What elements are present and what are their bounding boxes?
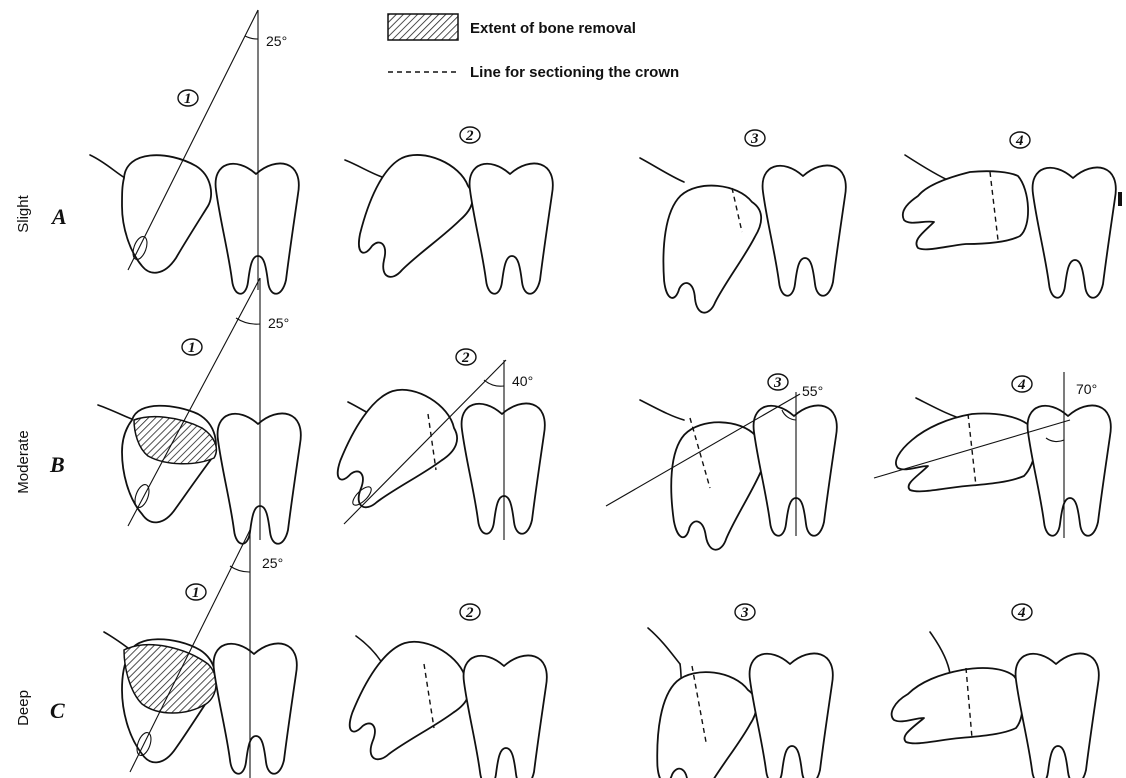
panel-b4: 70° 4 <box>874 372 1111 538</box>
angle-b3: 55° <box>802 383 823 399</box>
legend: Extent of bone removal Line for sectioni… <box>388 14 679 81</box>
row-a-letter: A <box>50 204 67 229</box>
bone-removal-swatch <box>388 14 458 40</box>
angle-a1: 25° <box>266 33 287 49</box>
row-c: 25° 1 2 3 <box>104 530 1099 778</box>
legend-bone-removal-label: Extent of bone removal <box>470 20 636 37</box>
row-c-letter: C <box>50 698 65 723</box>
angle-b4: 70° <box>1076 381 1097 397</box>
panel-b2: 40° 2 <box>333 349 544 540</box>
angle-b1: 25° <box>268 315 289 331</box>
step-b2: 2 <box>461 350 470 366</box>
row-a: 25° 1 2 3 4 <box>90 10 1120 322</box>
step-c1: 1 <box>192 585 200 601</box>
step-b3: 3 <box>773 375 782 391</box>
step-a1: 1 <box>184 91 192 107</box>
row-b-word: Moderate <box>15 430 32 493</box>
step-c4: 4 <box>1017 605 1026 621</box>
panel-c1: 25° 1 <box>104 530 297 778</box>
row-c-word: Deep <box>15 690 32 726</box>
row-a-word: Slight <box>15 194 32 232</box>
panel-a3: 3 <box>639 130 846 322</box>
step-b4: 4 <box>1017 377 1026 393</box>
panel-a2: 2 <box>345 127 553 294</box>
row-b-letter: B <box>49 452 65 477</box>
panel-c3: 3 <box>635 604 833 778</box>
panel-a1: 25° 1 <box>90 10 299 294</box>
step-c2: 2 <box>465 605 474 621</box>
panel-b1: 25° 1 <box>98 278 301 544</box>
step-a3: 3 <box>750 131 759 147</box>
step-a2: 2 <box>465 128 474 144</box>
panel-b3: 55° 3 <box>606 374 837 561</box>
angle-b2: 40° <box>512 373 533 389</box>
panel-c2: 2 <box>345 604 546 778</box>
step-b1: 1 <box>188 340 196 356</box>
panel-c4: 4 <box>892 604 1099 778</box>
row-b: 25° 1 40° 2 55° <box>98 278 1111 561</box>
step-a4: 4 <box>1015 133 1024 149</box>
legend-section-line-label: Line for sectioning the crown <box>470 64 679 81</box>
step-c3: 3 <box>740 605 749 621</box>
panel-a4: 4 <box>903 132 1120 298</box>
row-labels: Slight A Moderate B Deep C <box>15 194 67 726</box>
angle-c1: 25° <box>262 555 283 571</box>
